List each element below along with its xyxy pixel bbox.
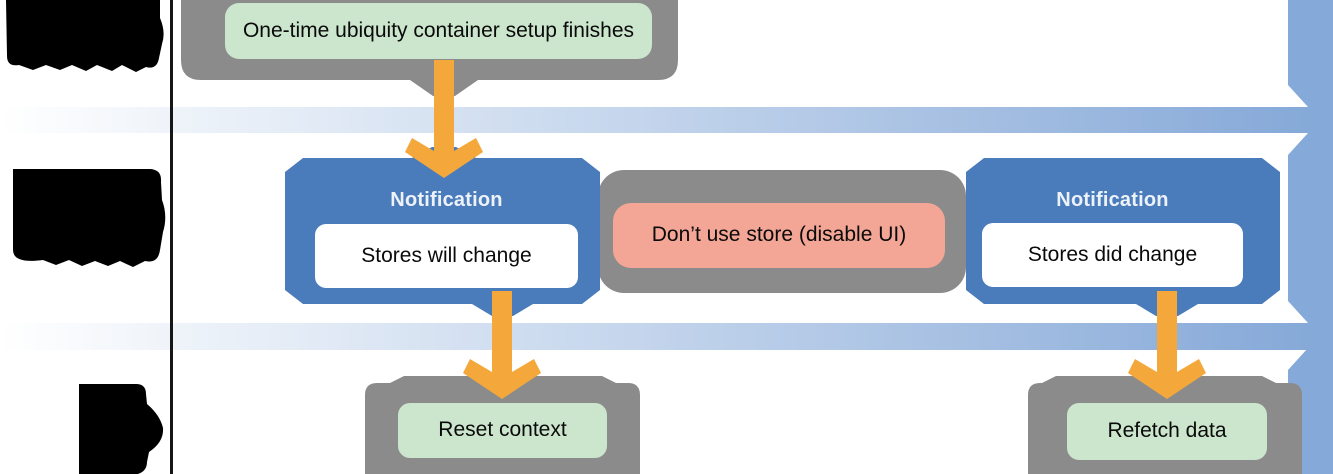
right-timeline-bar [1288,0,1333,474]
right-notification-event-box [982,223,1243,287]
left-notification-event-box [315,224,578,288]
setup-green-box [225,3,652,59]
timeline-band-bottom [0,323,1308,350]
redacted-label-top [6,0,164,72]
timeline-band-top [0,107,1308,133]
refetch-data-green-box [1067,403,1267,460]
arrow-setup-to-left-notification [405,60,483,178]
arrow-left-notification-to-reset [463,291,541,399]
column-divider-line [170,0,173,474]
redacted-label-bottom [79,384,164,474]
dont-use-store-box [613,203,945,268]
redacted-label-middle [13,169,166,267]
arrow-right-notification-to-refetch [1128,291,1206,399]
reset-context-green-box [398,403,607,458]
